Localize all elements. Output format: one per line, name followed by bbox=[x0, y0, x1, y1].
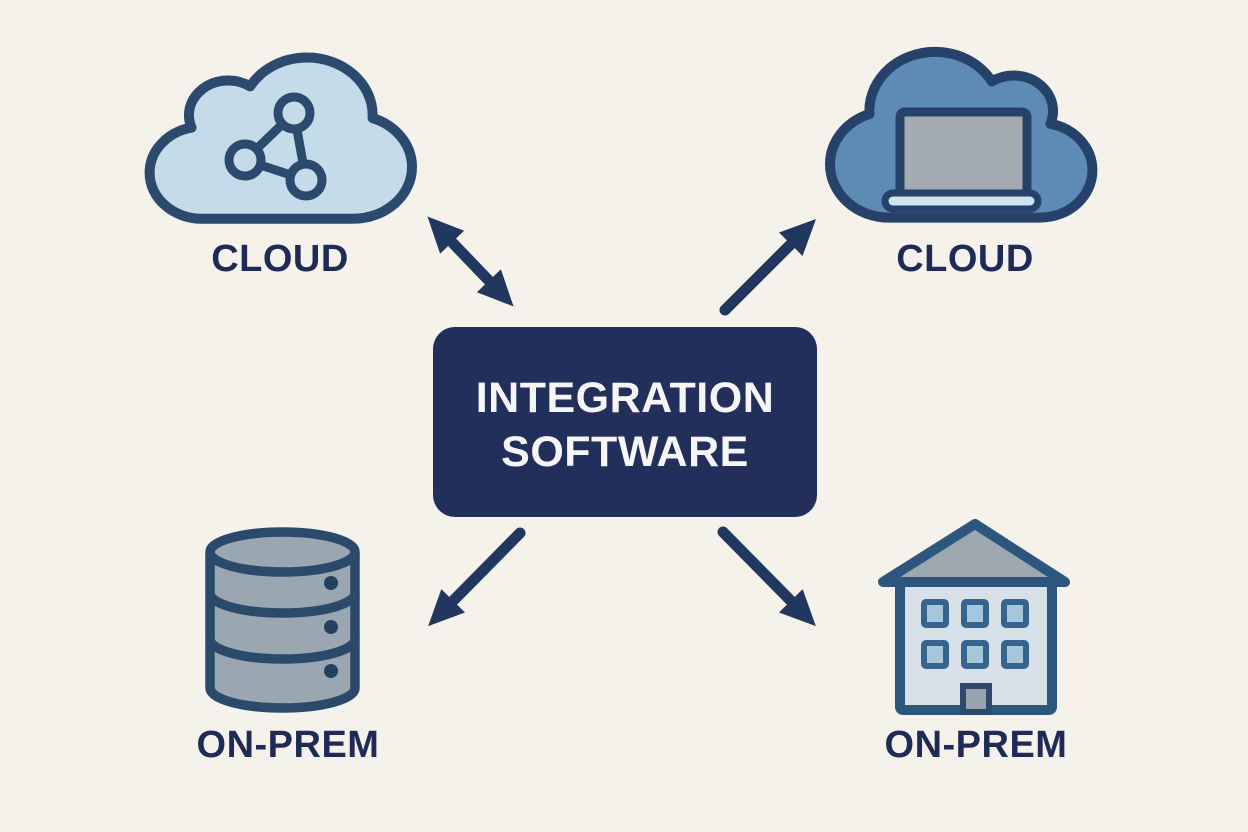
laptop-screen bbox=[895, 107, 1032, 201]
laptop-base bbox=[881, 189, 1042, 213]
building-roof bbox=[878, 519, 1070, 587]
database-icon bbox=[205, 527, 360, 713]
laptop-icon bbox=[881, 107, 1042, 213]
onprem-right-label: ON-PREM bbox=[885, 724, 1068, 766]
building-icon bbox=[878, 519, 1070, 715]
integration-box-line1: INTEGRATION bbox=[476, 374, 775, 422]
arrow-top-left bbox=[427, 216, 514, 307]
onprem-left-group: ON-PREM bbox=[197, 527, 380, 766]
cloud-left-icon bbox=[150, 58, 412, 219]
cloud-right-label: CLOUD bbox=[896, 238, 1034, 280]
building-door bbox=[960, 683, 992, 715]
arrow-bottom-right bbox=[717, 526, 816, 627]
arrow-top-right bbox=[719, 218, 817, 316]
onprem-right-group: ON-PREM bbox=[878, 519, 1070, 766]
integration-box-line2: SOFTWARE bbox=[501, 428, 749, 476]
onprem-left-label: ON-PREM bbox=[197, 724, 380, 766]
database-body bbox=[205, 552, 360, 713]
network-nodes-icon bbox=[224, 92, 327, 201]
cloud-left-label: CLOUD bbox=[211, 238, 349, 280]
cloud-left-group: CLOUD bbox=[150, 58, 412, 280]
arrow-bottom-left bbox=[428, 527, 526, 627]
database-top bbox=[205, 527, 360, 577]
cloud-right-group: CLOUD bbox=[830, 52, 1092, 280]
center-box-background bbox=[433, 327, 817, 517]
integration-software-box: INTEGRATION SOFTWARE bbox=[433, 327, 817, 517]
